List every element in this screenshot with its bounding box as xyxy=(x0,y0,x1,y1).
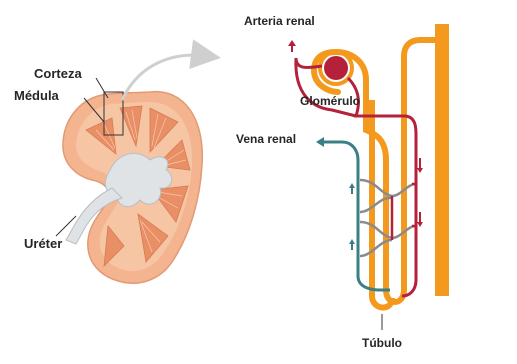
kidney-illustration xyxy=(56,55,206,283)
label-arteria-renal: Arteria renal xyxy=(244,14,315,28)
nephron-illustration xyxy=(288,24,442,330)
label-ureter: Uréter xyxy=(24,236,62,251)
label-corteza: Corteza xyxy=(34,66,82,81)
label-vena-renal: Vena renal xyxy=(236,132,296,146)
label-glomerulo: Glomérulo xyxy=(300,94,360,108)
label-medula: Médula xyxy=(14,88,59,103)
vein xyxy=(320,142,390,290)
label-tubulo: Túbulo xyxy=(362,336,402,350)
glomerulus xyxy=(324,56,348,80)
